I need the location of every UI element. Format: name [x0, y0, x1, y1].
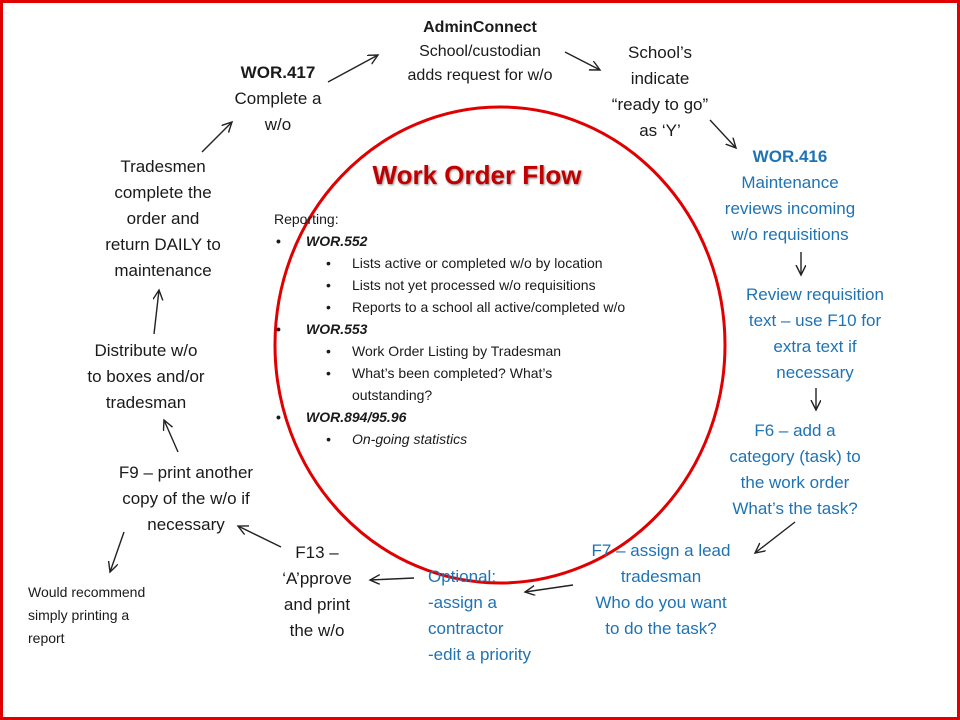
- node-review-text: Review requisition text – use F10 for ex…: [720, 282, 910, 386]
- report-wor894: WOR.894/95.96: [274, 406, 714, 428]
- diagram-title: Work Order Flow: [372, 160, 582, 190]
- arrow-f6-to-f7: [755, 521, 796, 553]
- node-heading: WOR.417: [240, 63, 316, 82]
- arrow-f9-to-recommend: [110, 531, 125, 572]
- node-distribute: Distribute w/o to boxes and/or tradesman: [62, 338, 230, 416]
- node-text: F13 – ‘A’pprove and print the w/o: [282, 543, 352, 640]
- node-optional: Optional: -assign a contractor -edit a p…: [428, 564, 568, 668]
- node-adminconnect: AdminConnect School/custodian adds reque…: [380, 16, 580, 88]
- node-f9: F9 – print another copy of the w/o if ne…: [96, 460, 276, 538]
- node-text: School’s indicate “ready to go” as ‘Y’: [611, 43, 709, 140]
- node-text: F7 – assign a lead tradesman Who do you …: [591, 541, 731, 638]
- report-item: Lists not yet processed w/o requisitions: [274, 274, 714, 296]
- node-text: Tradesmen complete the order and return …: [105, 157, 221, 280]
- node-text: Review requisition text – use F10 for ex…: [746, 285, 884, 382]
- arrow-wor417-to-adminconnect: [327, 55, 378, 83]
- node-heading: AdminConnect: [423, 19, 537, 36]
- node-f7: F7 – assign a lead tradesman Who do you …: [570, 538, 752, 642]
- report-item: Reports to a school all active/completed…: [274, 296, 714, 318]
- report-item: Work Order Listing by Tradesman: [274, 340, 714, 362]
- node-text: F9 – print another copy of the w/o if ne…: [118, 463, 254, 534]
- node-f6: F6 – add a category (task) to the work o…: [710, 418, 880, 522]
- arrow-adminconnect-to-school: [564, 51, 600, 70]
- arrow-school-to-wor416: [709, 119, 736, 148]
- arrow-optional-to-f13: [370, 578, 415, 580]
- reporting-label: Reporting:: [274, 211, 339, 227]
- arrow-f7-to-optional: [525, 584, 574, 592]
- report-item: What’s been completed? What’s outstandin…: [274, 362, 714, 406]
- report-item: Lists active or completed w/o by locatio…: [274, 252, 714, 274]
- node-text: School/custodian adds request for w/o: [407, 43, 553, 84]
- recommend-note: Would recommend simply printing a report: [28, 584, 146, 646]
- node-wor416: WOR.416 Maintenance reviews incoming w/o…: [700, 144, 880, 248]
- report-wor552: WOR.552: [274, 230, 714, 252]
- node-heading: WOR.416: [752, 147, 828, 166]
- report-item: On-going statistics: [274, 428, 714, 450]
- node-wor417: WOR.417 Complete a w/o: [218, 60, 338, 138]
- arrow-distribute-to-tradesmen: [154, 290, 159, 335]
- node-school-ready: School’s indicate “ready to go” as ‘Y’: [585, 40, 735, 144]
- node-text: Maintenance reviews incoming w/o requisi…: [724, 173, 856, 244]
- arrow-f9-to-distribute: [164, 420, 179, 453]
- node-text: F6 – add a category (task) to the work o…: [729, 421, 861, 518]
- node-text: Distribute w/o to boxes and/or tradesman: [87, 341, 205, 412]
- report-wor553: WOR.553: [274, 318, 714, 340]
- node-tradesmen: Tradesmen complete the order and return …: [88, 154, 238, 284]
- arrow-tradesmen-to-wor417: [201, 122, 232, 153]
- reporting-list: WOR.552 Lists active or completed w/o by…: [274, 230, 714, 450]
- arrow-f13-to-f9: [238, 526, 282, 548]
- node-text: Complete a w/o: [234, 89, 322, 134]
- reporting-panel: Reporting: WOR.552 Lists active or compl…: [274, 208, 714, 450]
- node-text: Optional: -assign a contractor -edit a p…: [428, 567, 531, 664]
- node-f13: F13 – ‘A’pprove and print the w/o: [262, 540, 372, 644]
